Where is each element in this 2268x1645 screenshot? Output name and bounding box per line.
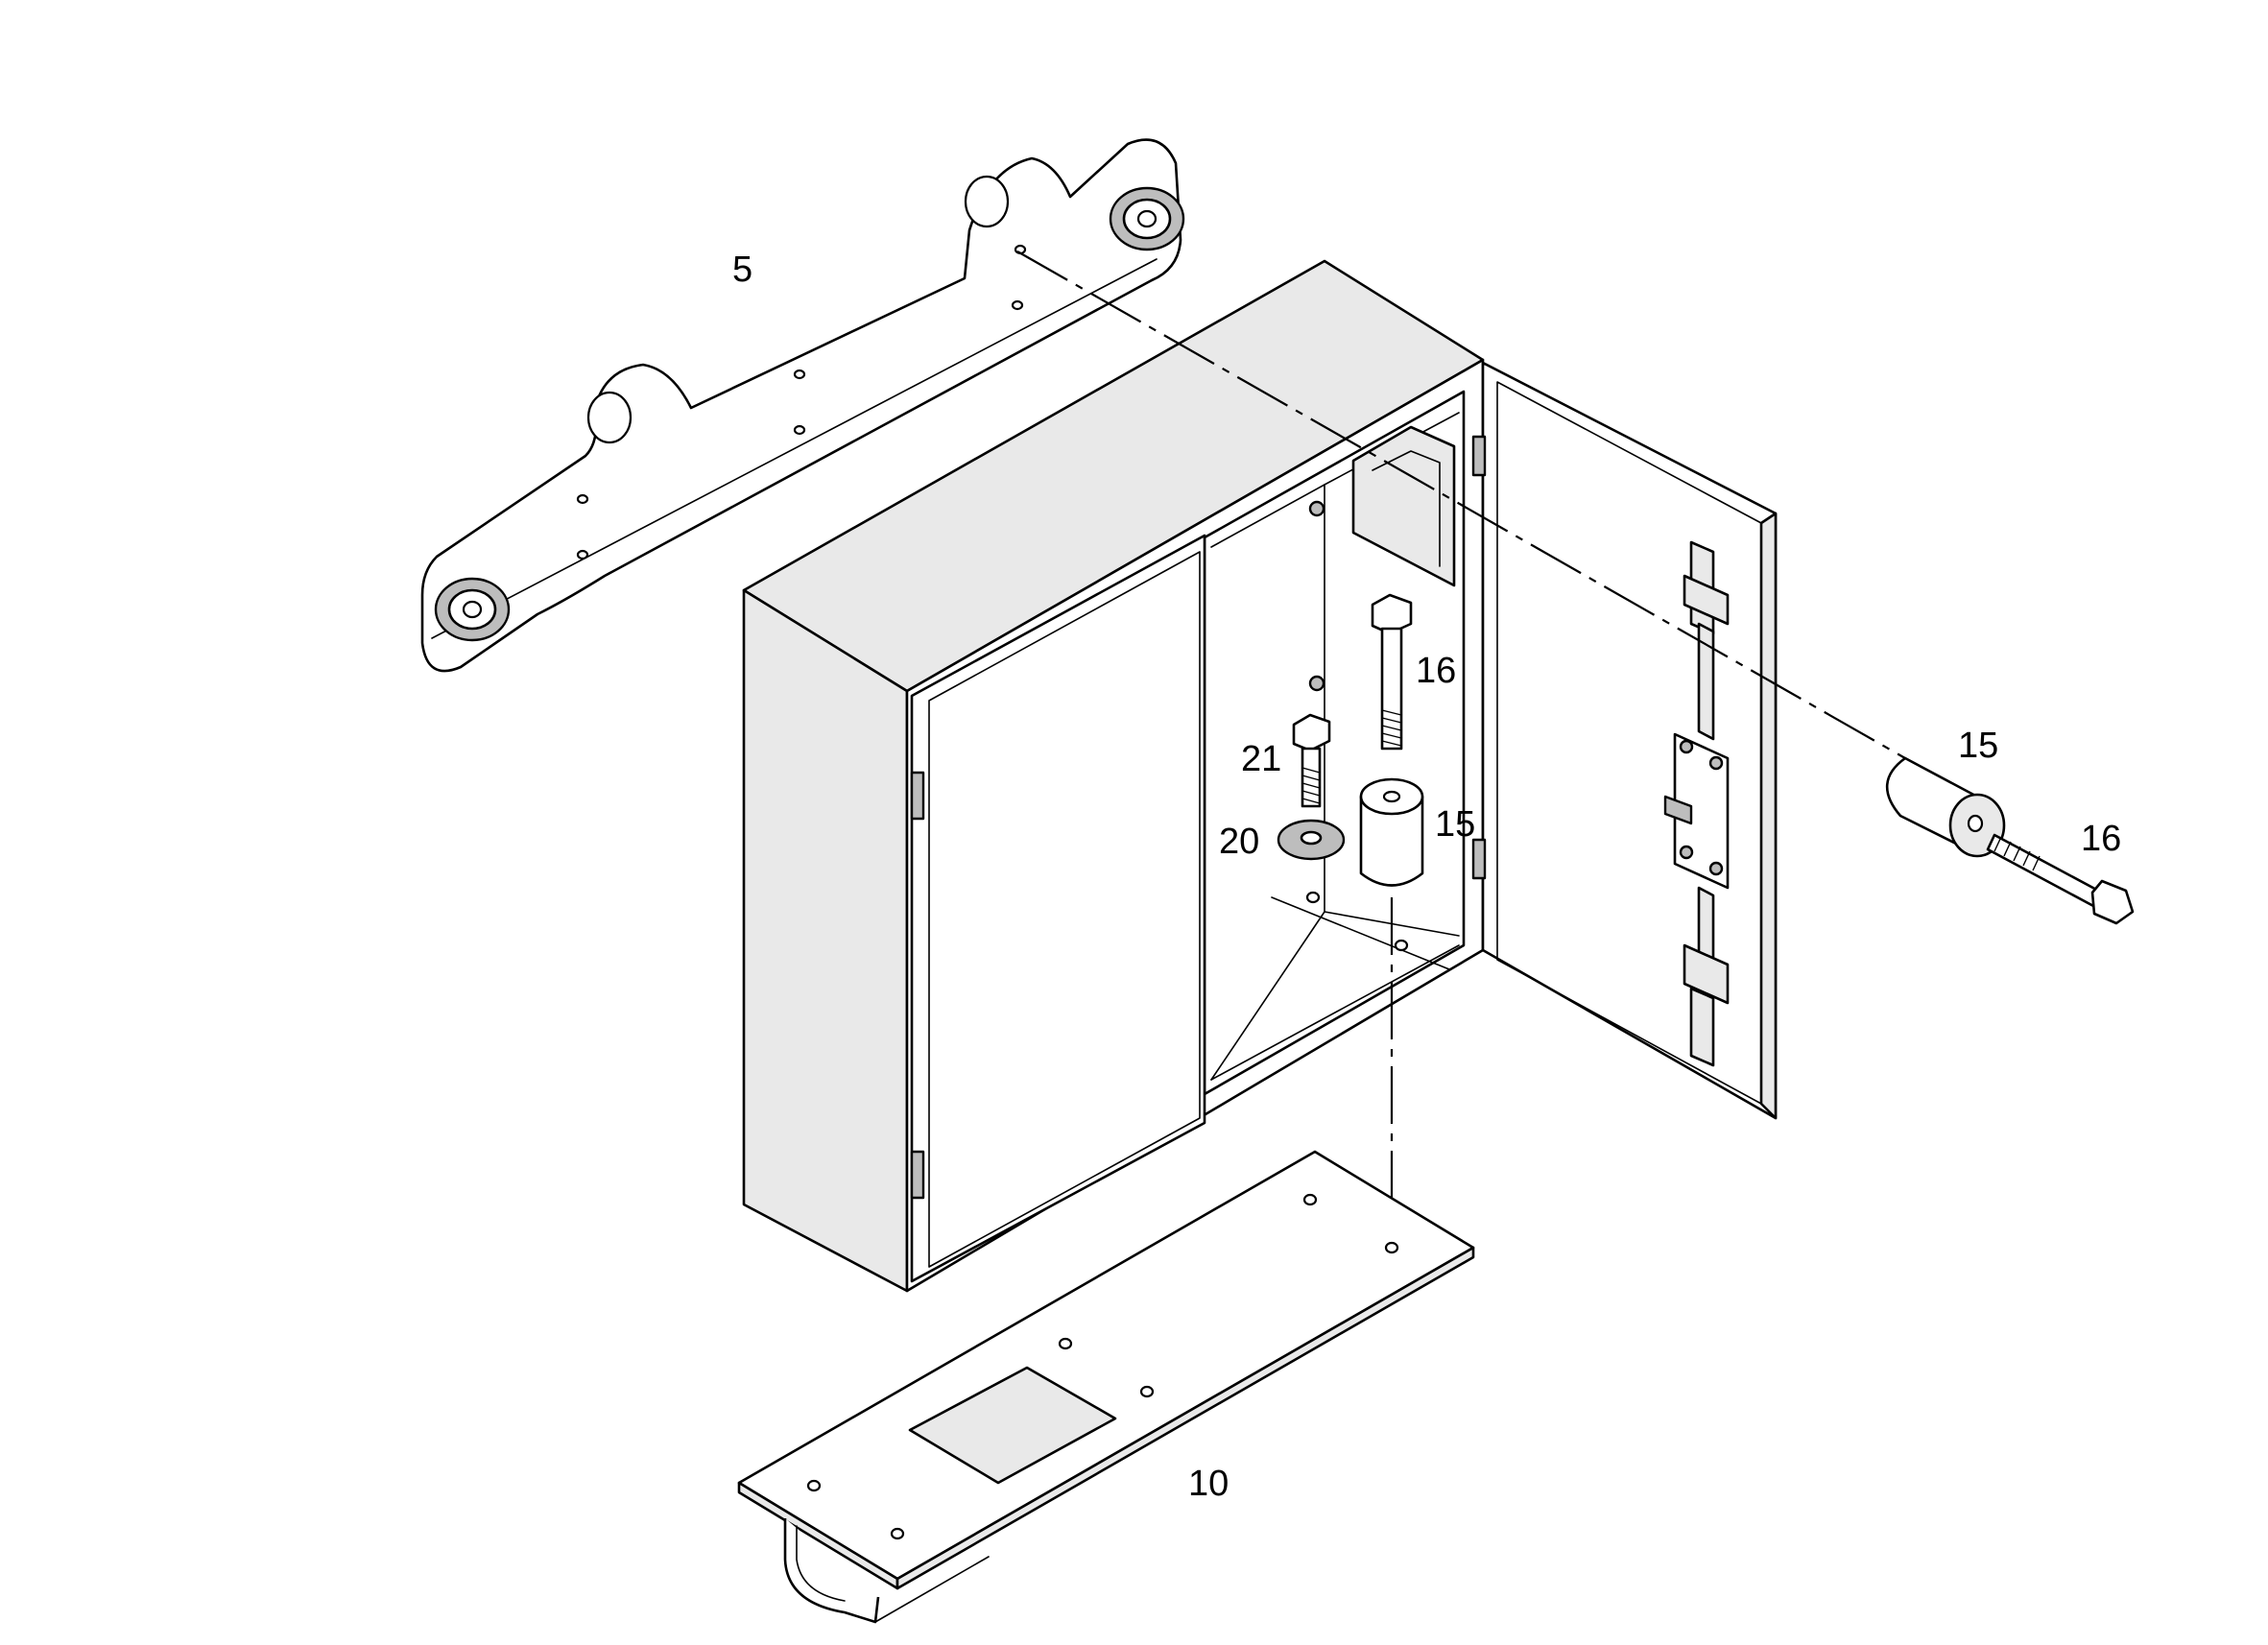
callout-21-small-bolt: 21 bbox=[1241, 739, 1282, 779]
callout-16-side-bolt: 16 bbox=[2081, 819, 2122, 859]
callout-5-mounting-bracket: 5 bbox=[732, 250, 753, 290]
side-fasteners bbox=[1016, 250, 2135, 925]
open-cabinet-door bbox=[1471, 361, 1778, 1120]
callout-16-inner-bolt: 16 bbox=[1416, 651, 1457, 691]
mounting-bracket-part-5 bbox=[420, 138, 1185, 673]
callout-15-inner-spacer: 15 bbox=[1435, 804, 1476, 845]
callout-15-side-spacer: 15 bbox=[1958, 726, 1999, 766]
callout-20-washer: 20 bbox=[1219, 822, 1260, 862]
base-plate-part-10 bbox=[737, 1150, 1475, 1624]
inner-fasteners bbox=[1277, 593, 1424, 1238]
callout-10-base-plate: 10 bbox=[1188, 1464, 1229, 1504]
enclosure-cabinet bbox=[742, 259, 1485, 1293]
